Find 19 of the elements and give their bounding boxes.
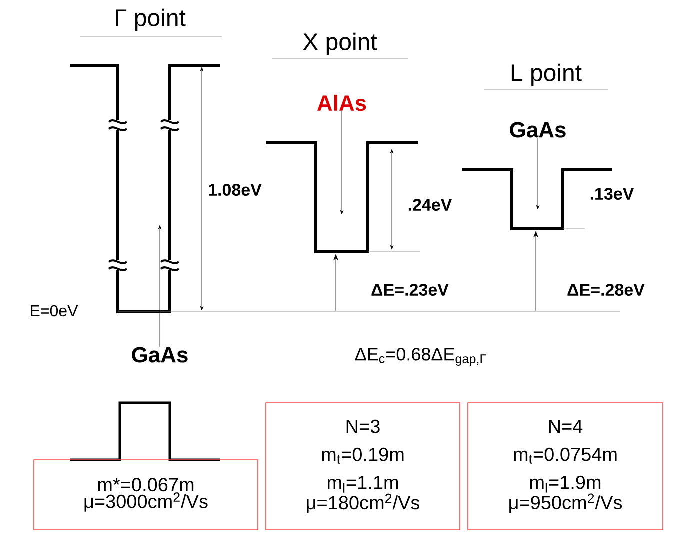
energy-label: .24eV [408,198,452,212]
formula-label: ΔE$_{c}$=0.68ΔE$_{gap,Γ}$ [355,348,486,366]
title-label: L point [512,64,582,86]
material-label: GaAs [132,347,188,363]
property-box: N=4 m$_{t}$=0.0754m m$_{l}$=1.9m μ=950cm$^{2}$/Vs [468,402,664,530]
energy-label: ΔE=.23eV [372,284,449,296]
energy-label: 1.08eV [209,184,262,196]
energy-label: .13eV [590,188,634,200]
title-label: Γ point [116,8,186,32]
property-box: m*=0.067m μ=3000cm$^{2}$/Vs [34,460,258,530]
energy-label: ΔE=.28eV [568,284,645,296]
energy-label: E=0eV [31,305,78,317]
title-label: X point [303,32,378,56]
material-label: GaAs [510,122,566,138]
leader-arrow [340,111,344,215]
leader-arrow [158,225,162,348]
leader-arrow [536,138,540,210]
property-box: N=3 m$_{t}$=0.19m m$_{l}$=1.1m μ=180cm$^{2}$/Vs [266,402,460,530]
material-label: AlAs [318,94,366,112]
